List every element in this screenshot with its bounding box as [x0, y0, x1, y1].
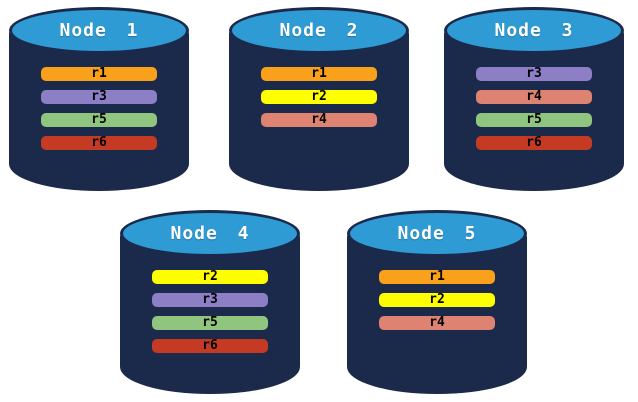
replica-bar: r3	[41, 90, 157, 104]
node-title: Node 1	[59, 20, 139, 41]
replica-bar: r2	[379, 293, 495, 307]
node-5-cylinder: Node 5 r1 r2 r4	[347, 210, 527, 396]
cylinder-body	[347, 233, 527, 394]
replica-bar: r1	[261, 67, 377, 81]
replica-list: r2 r3 r5 r6	[120, 270, 300, 362]
node-4-cylinder: Node 4 r2 r3 r5 r6	[120, 210, 300, 396]
replica-list: r1 r3 r5 r6	[9, 67, 189, 159]
node-title: Node 5	[397, 223, 477, 244]
replica-list: r1 r2 r4	[229, 67, 409, 136]
cylinder-top-ellipse: Node 1	[9, 7, 189, 54]
node-1-cylinder: Node 1 r1 r3 r5 r6	[9, 7, 189, 193]
replica-bar: r3	[476, 67, 592, 81]
node-title: Node 3	[494, 20, 574, 41]
cylinder-body	[9, 30, 189, 191]
cylinder-body	[229, 30, 409, 191]
cylinder-top-ellipse: Node 5	[347, 210, 527, 257]
node-2-cylinder: Node 2 r1 r2 r4	[229, 7, 409, 193]
replica-bar: r5	[41, 113, 157, 127]
cylinder-top-ellipse: Node 4	[120, 210, 300, 257]
replica-bar: r1	[379, 270, 495, 284]
cylinder-body	[120, 233, 300, 394]
replica-bar: r3	[152, 293, 268, 307]
cylinder-body	[444, 30, 624, 191]
replica-bar: r1	[41, 67, 157, 81]
replica-bar: r4	[476, 90, 592, 104]
node-title: Node 4	[170, 223, 250, 244]
replica-list: r1 r2 r4	[347, 270, 527, 339]
replica-list: r3 r4 r5 r6	[444, 67, 624, 159]
replica-bar: r6	[152, 339, 268, 353]
cylinder-top-ellipse: Node 2	[229, 7, 409, 54]
replica-bar: r6	[41, 136, 157, 150]
replica-bar: r2	[261, 90, 377, 104]
replica-bar: r6	[476, 136, 592, 150]
cylinder-top-ellipse: Node 3	[444, 7, 624, 54]
node-3-cylinder: Node 3 r3 r4 r5 r6	[444, 7, 624, 193]
replica-bar: r5	[152, 316, 268, 330]
replica-bar: r5	[476, 113, 592, 127]
replica-bar: r4	[379, 316, 495, 330]
replica-bar: r2	[152, 270, 268, 284]
node-title: Node 2	[279, 20, 359, 41]
replica-bar: r4	[261, 113, 377, 127]
